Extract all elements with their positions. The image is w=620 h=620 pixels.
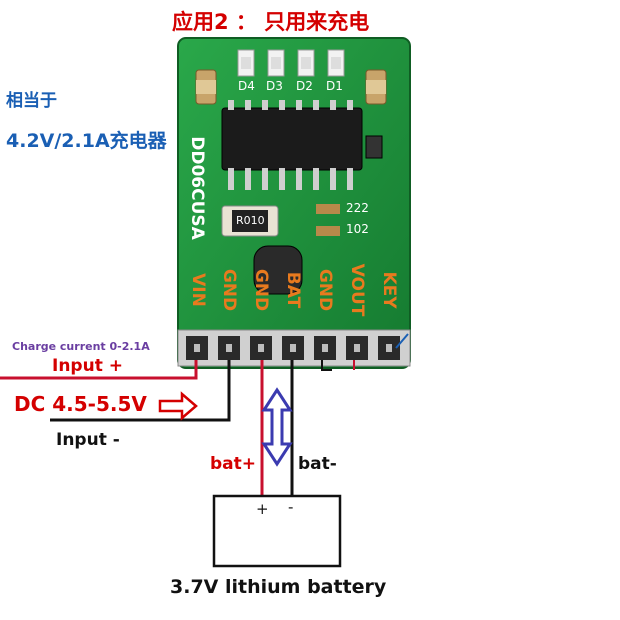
inductor bbox=[253, 245, 303, 295]
pin-label-vin: VIN bbox=[188, 273, 208, 307]
pin-label-bat: BAT bbox=[283, 271, 303, 309]
ic-chip bbox=[221, 100, 363, 190]
cap-label-222: 222 bbox=[346, 201, 369, 215]
board-model-text: DD06CUSA bbox=[187, 136, 207, 240]
capacitor-222 bbox=[316, 204, 340, 214]
led-label-d1: D1 bbox=[326, 79, 343, 93]
pin-label-vout: VOUT bbox=[347, 263, 367, 317]
input-plus-label: Input + bbox=[52, 356, 123, 376]
led-row bbox=[237, 49, 345, 77]
capacitor-102 bbox=[316, 226, 340, 236]
bat-minus-label: bat- bbox=[298, 454, 337, 474]
smd-part-right bbox=[365, 135, 383, 159]
charge-current-label: Charge current 0-2.1A bbox=[12, 340, 150, 353]
input-minus-label: Input - bbox=[56, 430, 120, 450]
battery-minus-sign: - bbox=[288, 498, 294, 516]
battery-plus-sign: + bbox=[256, 500, 269, 518]
wire-input-plus bbox=[0, 360, 198, 380]
pin-label-gnd-3: GND bbox=[315, 268, 335, 312]
side-note-line1: 相当于 bbox=[6, 91, 57, 111]
pin-label-key: KEY bbox=[379, 271, 399, 309]
wire-input-minus bbox=[50, 360, 231, 422]
pin-label-gnd-1: GND bbox=[219, 268, 239, 312]
wire-key-stub bbox=[395, 333, 409, 349]
cap-label-102: 102 bbox=[346, 222, 369, 236]
wire-gnd-stub bbox=[321, 360, 332, 371]
side-note-line2: 4.2V/2.1A充电器 bbox=[6, 130, 167, 152]
bidirectional-arrow-icon bbox=[261, 387, 293, 467]
resistor-label: R010 bbox=[236, 214, 265, 227]
pin-label-gnd-2: GND bbox=[251, 268, 271, 312]
battery-label: 3.7V lithium battery bbox=[170, 576, 387, 598]
dc-arrow-icon bbox=[158, 391, 198, 421]
battery-box bbox=[212, 494, 342, 568]
page-title: 应用2 ： 只用来充电 bbox=[172, 10, 370, 34]
led-label-d2: D2 bbox=[296, 79, 313, 93]
led-label-d3: D3 bbox=[266, 79, 283, 93]
led-label-d4: D4 bbox=[238, 79, 255, 93]
dc-range-label: DC 4.5-5.5V bbox=[14, 392, 147, 416]
bat-plus-label: bat+ bbox=[210, 454, 257, 474]
